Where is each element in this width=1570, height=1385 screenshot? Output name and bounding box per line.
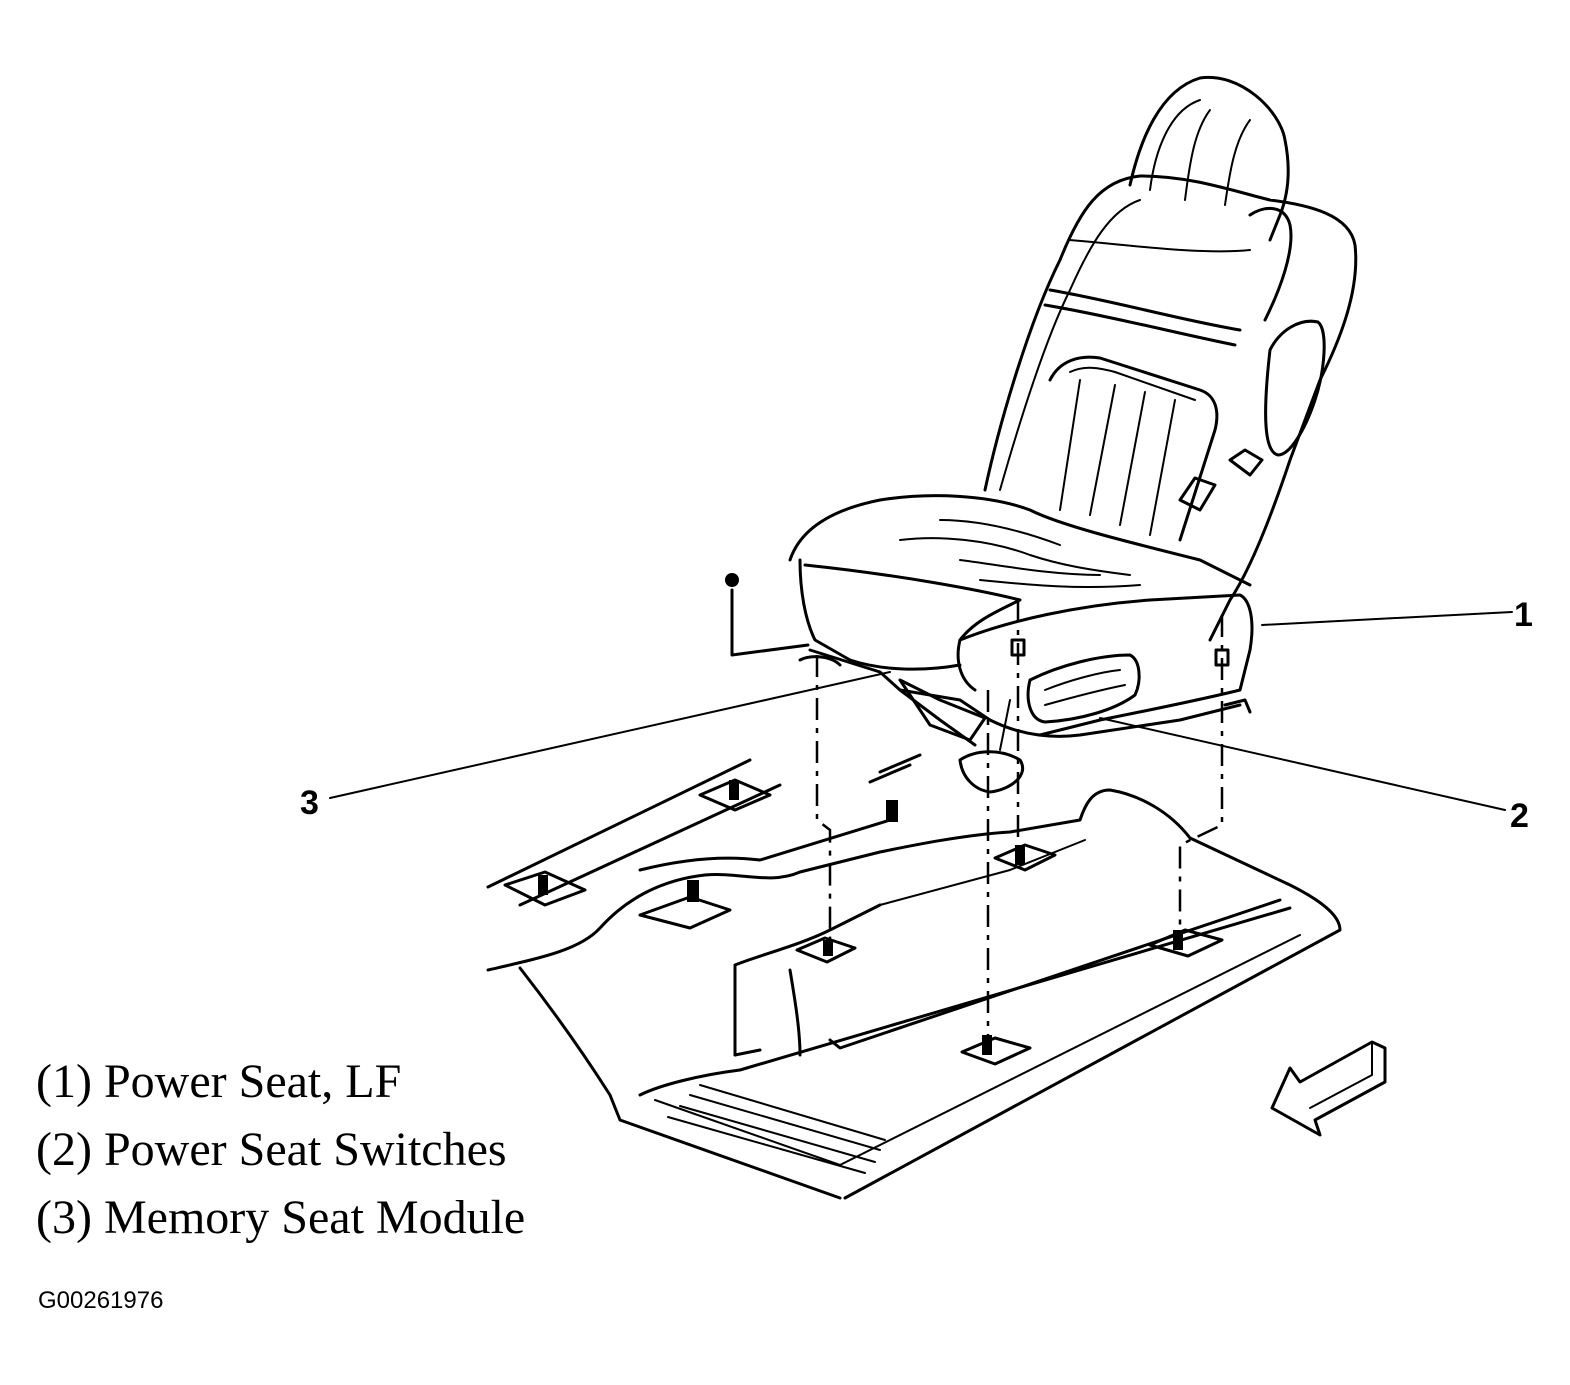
legend-item-power-seat-lf: (1) Power Seat, LF — [36, 1055, 402, 1108]
leader-line-3 — [329, 671, 891, 799]
figure-id: G00261976 — [38, 1287, 164, 1314]
callout-2: 2 — [1510, 797, 1529, 835]
legend-item-power-seat-switches: (2) Power Seat Switches — [36, 1123, 507, 1176]
legend-item-memory-seat-module: (3) Memory Seat Module — [36, 1191, 526, 1244]
front-direction-arrow-icon — [1270, 1040, 1387, 1137]
floor-pan — [486, 753, 1342, 1200]
callout-1: 1 — [1514, 596, 1533, 634]
leader-lines — [329, 611, 1513, 811]
legend: (1) Power Seat, LF (2) Power Seat Switch… — [36, 1048, 525, 1252]
power-seat-lf — [788, 75, 1358, 794]
leader-line-2 — [1099, 717, 1506, 811]
callout-3: 3 — [300, 784, 319, 822]
leader-line-1 — [1261, 611, 1513, 626]
mounting-bolts — [725, 573, 1252, 1050]
